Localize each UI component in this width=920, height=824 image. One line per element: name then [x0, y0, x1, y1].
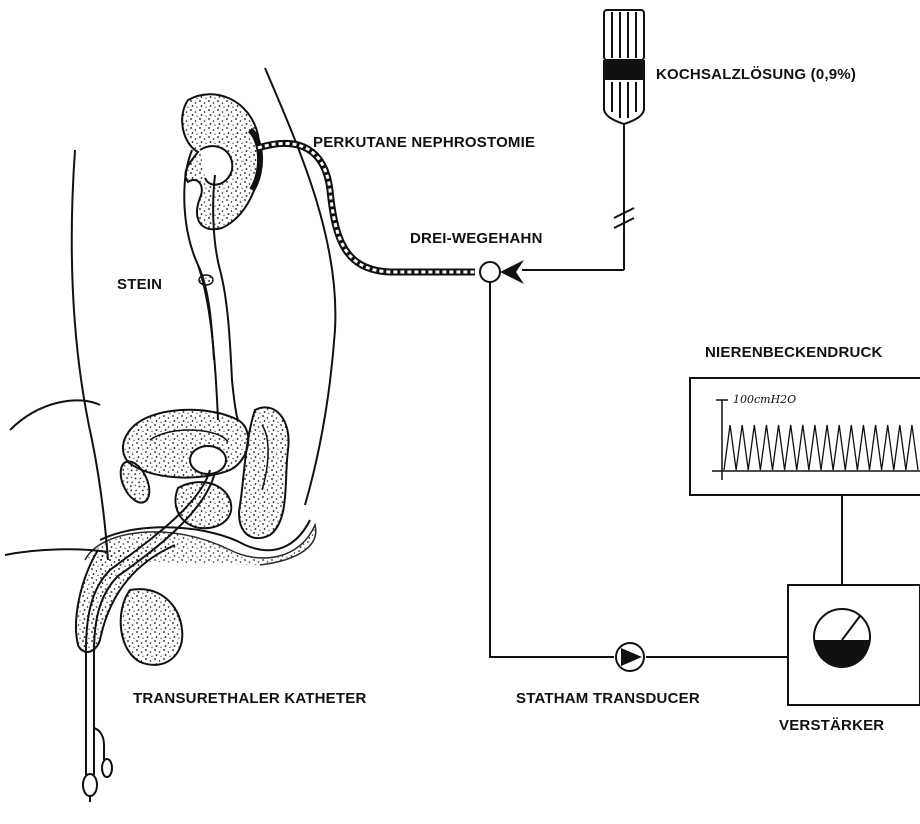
stone-marker — [199, 275, 213, 285]
pelvic-pressure-label: NIERENBECKENDRUCK — [705, 344, 883, 361]
stone-label: STEIN — [117, 276, 162, 293]
stopcock-label: DREI-WEGEHAHN — [410, 230, 543, 247]
rectum — [239, 407, 289, 538]
catheter-label: TRANSURETHALER KATHETER — [133, 690, 366, 707]
bladder — [123, 410, 248, 478]
statham-transducer — [616, 643, 644, 671]
scrotum — [121, 589, 183, 665]
pressure-recorder: 100cmH2O — [690, 378, 920, 495]
saline-label: KOCHSALZLÖSUNG (0,9%) — [656, 66, 856, 83]
kidney — [182, 94, 260, 229]
amplifier-label: VERSTÄRKER — [779, 717, 884, 734]
amplifier — [788, 495, 920, 705]
saline-bottle — [604, 10, 644, 130]
nephrostomy-label: PERKUTANE NEPHROSTOMIE — [313, 134, 535, 151]
recorder-scale-label: 100cmH2O — [733, 393, 796, 406]
nephrostomy-tube — [258, 143, 475, 272]
saline-line — [522, 130, 634, 270]
three-way-stopcock — [480, 260, 524, 300]
transducer-label: STATHAM TRANSDUCER — [516, 690, 700, 707]
